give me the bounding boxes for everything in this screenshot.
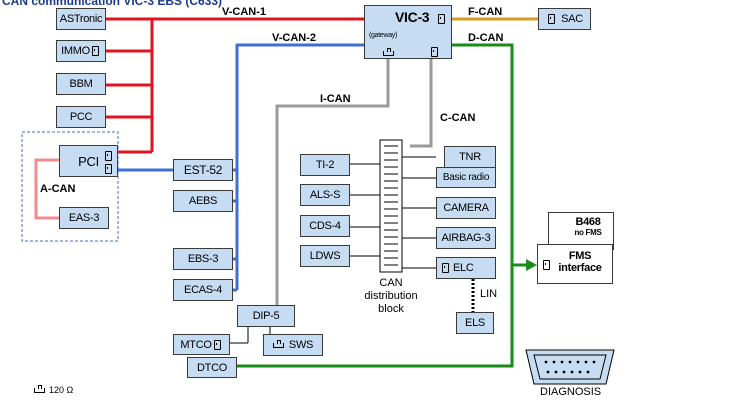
node-mtco-label: MTCO — [180, 338, 212, 351]
node-alss[interactable]: ALS-S — [300, 184, 350, 206]
node-airbag3-label: AIRBAG-3 — [441, 232, 491, 244]
node-immo[interactable]: IMMO — [56, 40, 106, 62]
can-block-label-line: distribution — [364, 290, 418, 302]
node-camera[interactable]: CAMERA — [436, 197, 496, 219]
node-dip5[interactable]: DIP-5 — [237, 305, 295, 327]
node-sac-label: SAC — [561, 13, 583, 25]
node-pci[interactable]: PCI — [59, 145, 118, 177]
node-camera-label: CAMERA — [443, 202, 489, 214]
node-aebs[interactable]: AEBS — [173, 190, 233, 212]
node-astronic[interactable]: ASTronic — [56, 8, 106, 30]
acan-bus — [34, 158, 59, 220]
node-ti2[interactable]: TI-2 — [300, 154, 350, 176]
can-block-label-line: CAN — [379, 277, 403, 289]
bus-label-vcan1: V-CAN-1 — [222, 6, 267, 18]
terminator-icon — [105, 151, 112, 161]
can-block-label: CAN distribution block — [358, 277, 424, 316]
node-bbm-label: BBM — [69, 78, 93, 90]
node-basic-radio[interactable]: Basic radio — [436, 167, 496, 188]
node-eas3[interactable]: EAS-3 — [59, 207, 109, 229]
node-dtco-label: DTCO — [197, 361, 227, 374]
node-aebs-label: AEBS — [188, 195, 218, 207]
node-est52[interactable]: EST-52 — [173, 159, 233, 181]
node-fms-sublabel: interface — [558, 262, 602, 274]
node-sws[interactable]: SWS — [263, 334, 323, 356]
node-sac[interactable]: SAC — [538, 8, 591, 30]
can-distribution-block — [379, 139, 403, 273]
bus-label-lin: LIN — [480, 288, 498, 300]
node-est52-label: EST-52 — [183, 163, 223, 177]
ican-bus — [275, 58, 390, 306]
legend-label: 120 Ω — [49, 385, 74, 395]
node-ldws[interactable]: LDWS — [300, 245, 350, 267]
dcan-bus — [237, 43, 528, 368]
legend: 120 Ω — [34, 384, 74, 395]
node-elc-label: ELC — [453, 262, 474, 274]
diagram-title: CAN communication VIC-3 EBS (C633) — [2, 0, 223, 8]
can-distribution-links — [230, 156, 436, 344]
node-fms-label: FMS — [568, 250, 592, 262]
node-els-label: ELS — [465, 317, 485, 329]
diagnosis-label: DIAGNOSIS — [540, 386, 602, 398]
node-cds4[interactable]: CDS-4 — [300, 215, 350, 237]
node-ecas4[interactable]: ECAS-4 — [173, 279, 233, 301]
node-dip5-label: DIP-5 — [252, 310, 280, 322]
node-eas3-label: EAS-3 — [68, 212, 100, 224]
node-astronic-label: ASTronic — [59, 13, 103, 25]
terminator-icon — [431, 47, 438, 57]
node-pcc[interactable]: PCC — [56, 106, 106, 128]
terminator-icon — [213, 339, 221, 350]
bus-label-ican: I-CAN — [320, 93, 351, 105]
node-pci-label: PCI — [78, 153, 99, 169]
terminator-icon — [548, 14, 556, 24]
node-basic-radio-label: Basic radio — [442, 172, 490, 183]
node-b468-sublabel: no FMS — [574, 228, 602, 237]
node-ebs3[interactable]: EBS-3 — [173, 248, 233, 270]
node-ti2-label: TI-2 — [315, 159, 335, 171]
node-sws-label: SWS — [288, 339, 314, 351]
node-ebs3-label: EBS-3 — [187, 253, 219, 265]
node-vic3-label: VIC-3 — [395, 9, 430, 25]
node-elc[interactable]: ELC — [436, 257, 496, 279]
terminator-icon — [543, 260, 550, 270]
bus-label-acan: A-CAN — [40, 183, 76, 195]
bus-label-fcan: F-CAN — [468, 6, 503, 18]
node-ecas4-label: ECAS-4 — [184, 284, 222, 296]
node-bbm[interactable]: BBM — [56, 73, 106, 95]
bus-label-ccan: C-CAN — [440, 112, 476, 124]
diagnosis-connector-icon — [525, 349, 615, 385]
node-els[interactable]: ELS — [456, 312, 494, 334]
node-tnr[interactable]: TNR — [444, 146, 496, 168]
vcan1-bus — [106, 17, 364, 154]
node-airbag3[interactable]: AIRBAG-3 — [436, 227, 496, 249]
node-pcc-label: PCC — [69, 111, 93, 123]
node-ldws-label: LDWS — [309, 250, 341, 262]
terminator-icon — [91, 46, 99, 56]
node-vic3-sublabel: (gateway) — [369, 32, 398, 39]
terminator-icon — [442, 263, 449, 273]
node-dtco[interactable]: DTCO — [187, 357, 237, 378]
terminator-icon — [34, 384, 45, 393]
node-immo-label: IMMO — [61, 45, 90, 57]
node-vic3[interactable]: VIC-3 (gateway) — [364, 5, 452, 59]
node-b468[interactable]: B468 no FMS — [548, 212, 614, 250]
node-tnr-label: TNR — [459, 151, 481, 163]
bus-label-vcan2: V-CAN-2 — [272, 32, 317, 44]
terminator-icon — [383, 48, 394, 56]
node-mtco[interactable]: MTCO — [173, 334, 230, 355]
can-block-label-line: block — [378, 303, 404, 315]
bus-label-dcan: D-CAN — [468, 32, 504, 44]
terminator-icon — [105, 164, 112, 174]
node-fms-interface[interactable]: FMS interface — [537, 244, 613, 284]
node-b468-label: B468 — [575, 216, 601, 228]
dcan-arrow — [526, 259, 537, 271]
terminator-icon — [438, 14, 445, 24]
ccan-bus — [410, 58, 433, 148]
node-alss-label: ALS-S — [309, 189, 341, 201]
terminator-icon — [272, 339, 284, 348]
pci-group-border — [21, 131, 119, 242]
node-cds4-label: CDS-4 — [309, 220, 341, 232]
